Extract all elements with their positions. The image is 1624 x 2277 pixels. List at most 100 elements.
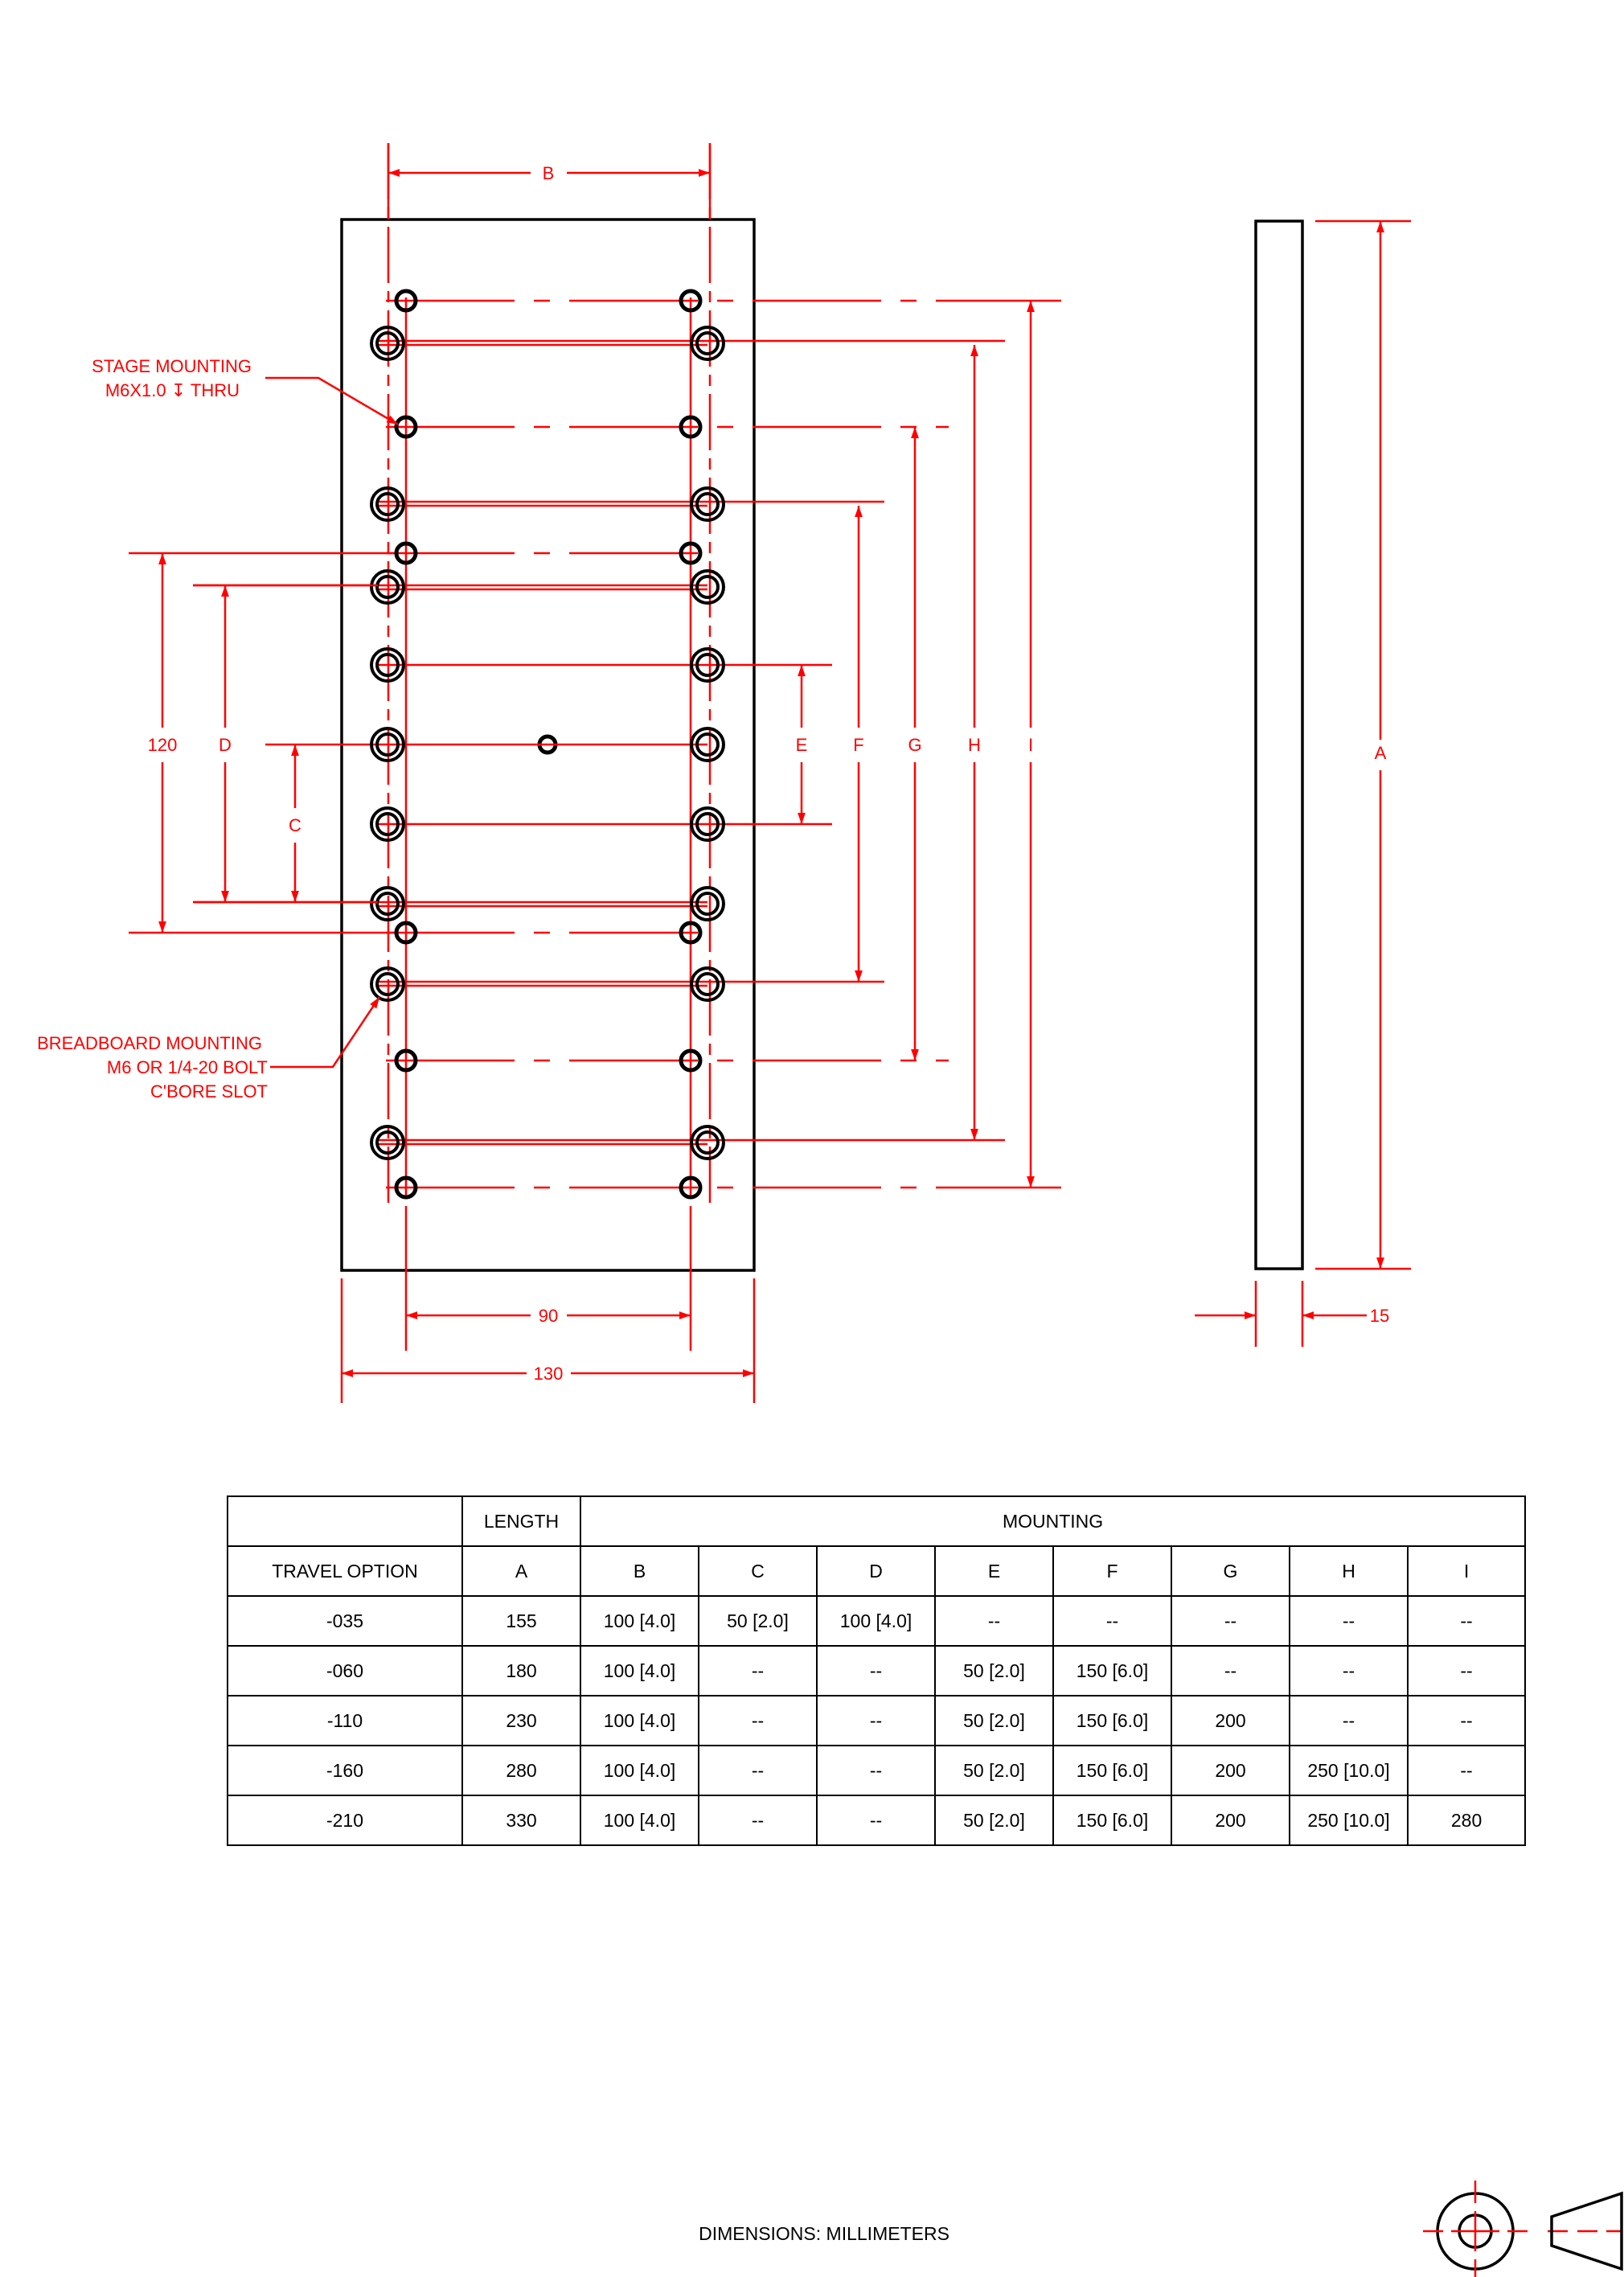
table-cell: -- [698,1695,818,1746]
stage-mounting-hole [394,289,418,313]
stage-mounting-callout: STAGE MOUNTING M6X1.0 ↧ THRU [92,356,399,426]
cbore-slot [370,569,405,605]
table-cell: 180 [461,1645,581,1696]
table-header-mounting: MOUNTING [579,1495,1527,1547]
table-cell: -- [1406,1695,1527,1746]
breadboard-mounting-callout: BREADBOARD MOUNTING M6 OR 1/4-20 BOLT C'… [37,996,381,1102]
dimension-lines [158,169,1035,1377]
plan-view: B 90 130 120 D C E F G H I STAGE MOUNTIN… [37,143,1061,1403]
cbore-slot [370,886,405,921]
column-header: B [580,1545,699,1597]
cbore-slot [370,806,405,842]
dim-label-a: A [1375,743,1387,763]
breadboard-mounting-spec: M6 OR 1/4-20 BOLT [107,1057,268,1077]
side-outline [1254,219,1304,1270]
side-view: A 15 [1195,219,1411,1347]
column-header: F [1052,1545,1172,1597]
travel-option-table: LENGTH MOUNTING TRAVEL OPTION A B C D E … [227,1495,1527,1846]
cbore-slot [690,806,725,842]
table-cell: 200 [1171,1745,1290,1796]
column-header: C [698,1545,818,1597]
column-header: I [1406,1545,1527,1597]
table-cell: 200 [1171,1795,1290,1846]
cbore-slot [370,647,405,683]
table-cell: -- [1289,1695,1409,1746]
table-cell: 100 [4.0] [816,1595,936,1647]
cbore-slot [370,966,405,1002]
stage-mounting-label: STAGE MOUNTING [92,356,252,376]
cbore-slot [370,486,405,522]
table-cell: 100 [4.0] [580,1745,699,1796]
travel-option-cell: -160 [227,1745,463,1796]
column-header: E [934,1545,1054,1597]
slot-center-lines [404,297,692,1198]
dim-label-f: F [853,735,863,755]
stage-mounting-hole [394,1048,418,1073]
table-header-length: LENGTH [461,1495,581,1547]
stage-mounting-spec: M6X1.0 ↧ THRU [105,380,240,400]
table-cell: 100 [4.0] [580,1645,699,1696]
hole-center-lines [387,143,712,1206]
table-cell: -- [816,1695,936,1746]
cbore-slot [690,569,725,605]
table-cell: -- [1171,1595,1290,1647]
table-cell: -- [1171,1645,1290,1696]
table-cell: 100 [4.0] [580,1795,699,1846]
column-header: G [1171,1545,1290,1597]
stage-hole-rows [386,289,1061,1200]
table-cell: 100 [4.0] [580,1695,699,1746]
dim-label-15: 15 [1370,1306,1389,1326]
stage-mounting-hole [394,415,418,439]
third-angle-projection-symbol [1423,2181,1623,2277]
table-cell: -- [1052,1595,1172,1647]
table-cell: -- [1406,1595,1527,1647]
cbore-slot-rows [193,326,1005,1160]
stage-mounting-hole [679,415,703,439]
dim-label-g: G [908,735,921,755]
dim-label-90: 90 [539,1306,558,1326]
column-header: D [816,1545,936,1597]
table-cell: 150 [6.0] [1052,1745,1172,1796]
table-column-header-row: TRAVEL OPTION A B C D E F G H I [227,1545,1527,1597]
table-cell: -- [816,1745,936,1796]
travel-option-cell: -110 [227,1695,463,1746]
dim-label-d: D [219,735,232,755]
cbore-slot [690,886,725,921]
table-cell: -- [934,1595,1054,1647]
cbore-slot [690,727,725,762]
table-cell: 50 [2.0] [698,1595,818,1647]
table-cell: 50 [2.0] [934,1795,1054,1846]
cbore-slot [370,727,405,762]
table-cell: 150 [6.0] [1052,1695,1172,1746]
table-cell: 150 [6.0] [1052,1645,1172,1696]
table-cell: 250 [10.0] [1289,1745,1409,1796]
table-cell: -- [698,1795,818,1846]
travel-option-cell: -060 [227,1645,463,1696]
stage-mounting-hole [394,1175,418,1200]
table-cell: 50 [2.0] [934,1645,1054,1696]
travel-option-cell: -035 [227,1595,463,1647]
cbore-slot [690,326,725,361]
breadboard-mounting-slot: C'BORE SLOT [150,1081,268,1102]
cbore-slot [370,1125,405,1160]
table-cell: 150 [6.0] [1052,1795,1172,1846]
column-header: A [461,1545,581,1597]
table-header-blank [227,1495,463,1547]
table-cell: 155 [461,1595,581,1647]
stage-mounting-hole [679,921,703,945]
table-cell: -- [698,1745,818,1796]
stage-mounting-hole [394,541,418,565]
dim-label-i: I [1028,735,1033,755]
table-cell: -- [1289,1645,1409,1696]
table-cell: 280 [461,1745,581,1796]
travel-option-cell: -210 [227,1795,463,1846]
cbore-slot [690,966,725,1002]
stage-mounting-hole [394,921,418,945]
column-header: TRAVEL OPTION [227,1545,463,1597]
dim-label-c: C [289,815,301,835]
table-cell: -- [698,1645,818,1696]
dim-label-120: 120 [148,735,178,755]
table-cell: -- [816,1645,936,1696]
table-cell: 280 [1406,1795,1527,1846]
